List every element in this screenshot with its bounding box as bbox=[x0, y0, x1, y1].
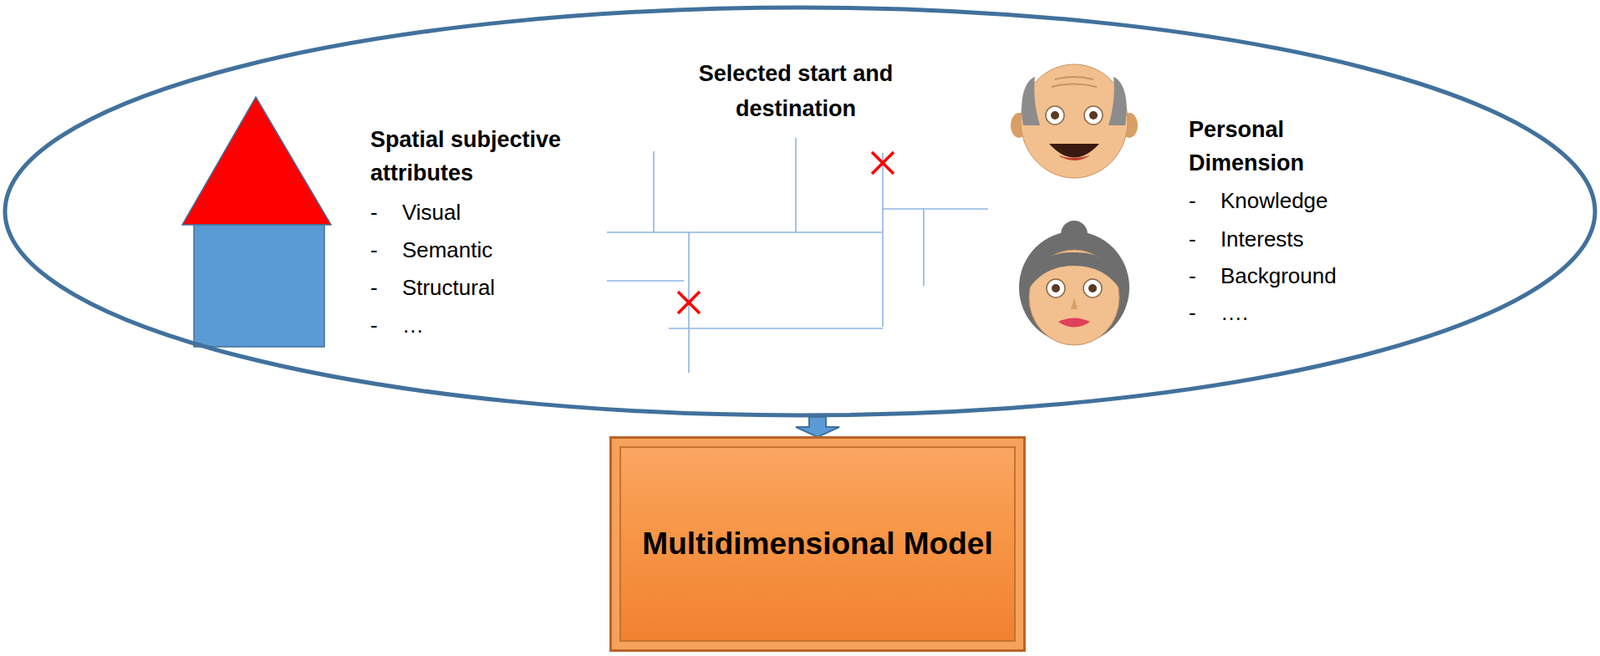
list-item: - …. bbox=[1188, 299, 1249, 327]
wrinkle bbox=[1051, 76, 1097, 87]
cross-stroke bbox=[871, 152, 894, 174]
lips bbox=[1058, 318, 1091, 328]
scope-ellipse: Spatial subjective attributes - Visual - S… bbox=[2, 5, 1598, 418]
old-woman-face bbox=[1019, 220, 1130, 346]
street bbox=[652, 151, 655, 233]
house-icon bbox=[182, 96, 332, 347]
ellipse-border bbox=[5, 7, 1595, 416]
house-wall bbox=[193, 224, 325, 347]
eye bbox=[1045, 106, 1065, 125]
eye bbox=[1083, 279, 1102, 298]
location-marker bbox=[677, 152, 894, 314]
list-item: - Interests bbox=[1188, 225, 1305, 253]
nose bbox=[1070, 297, 1078, 310]
street bbox=[606, 280, 684, 282]
pupil bbox=[1089, 111, 1098, 120]
list-item: - … bbox=[370, 311, 424, 339]
pupil bbox=[1051, 284, 1060, 293]
hair-fringe bbox=[1029, 252, 1120, 289]
street bbox=[882, 208, 989, 210]
face bbox=[1029, 249, 1120, 346]
street bbox=[881, 152, 884, 327]
list-item: - Visual bbox=[370, 198, 461, 226]
heading: Selected start and destination bbox=[666, 56, 926, 127]
eye bbox=[1046, 279, 1065, 298]
heading: Personal Dimension bbox=[1188, 112, 1381, 180]
street bbox=[606, 231, 883, 234]
hair bbox=[1021, 76, 1040, 126]
eye bbox=[1084, 106, 1103, 125]
face bbox=[1020, 64, 1128, 179]
box-label: Multidimensional Model bbox=[642, 524, 993, 564]
street bbox=[922, 208, 925, 286]
hair bbox=[1108, 76, 1127, 126]
cross-stroke bbox=[871, 152, 894, 174]
heading: Spatial subjective attributes bbox=[370, 122, 609, 190]
pupil bbox=[1088, 284, 1097, 293]
street-map bbox=[606, 137, 989, 373]
tongue bbox=[1058, 155, 1091, 161]
model-box: Multidimensional Model bbox=[609, 436, 1026, 653]
list-item: - Background bbox=[1188, 262, 1337, 290]
cross-stroke bbox=[677, 291, 700, 314]
house-roof bbox=[182, 96, 332, 225]
old-man-face bbox=[1010, 64, 1138, 179]
mouth bbox=[1049, 143, 1100, 158]
street bbox=[794, 137, 797, 233]
street bbox=[668, 327, 883, 330]
list-item: - Structural bbox=[370, 274, 495, 301]
cross-stroke bbox=[677, 291, 700, 314]
list-item: - Knowledge bbox=[1188, 187, 1329, 215]
pupil bbox=[1050, 111, 1060, 120]
list-item: - Semantic bbox=[370, 236, 493, 264]
block-arrow bbox=[795, 417, 840, 438]
